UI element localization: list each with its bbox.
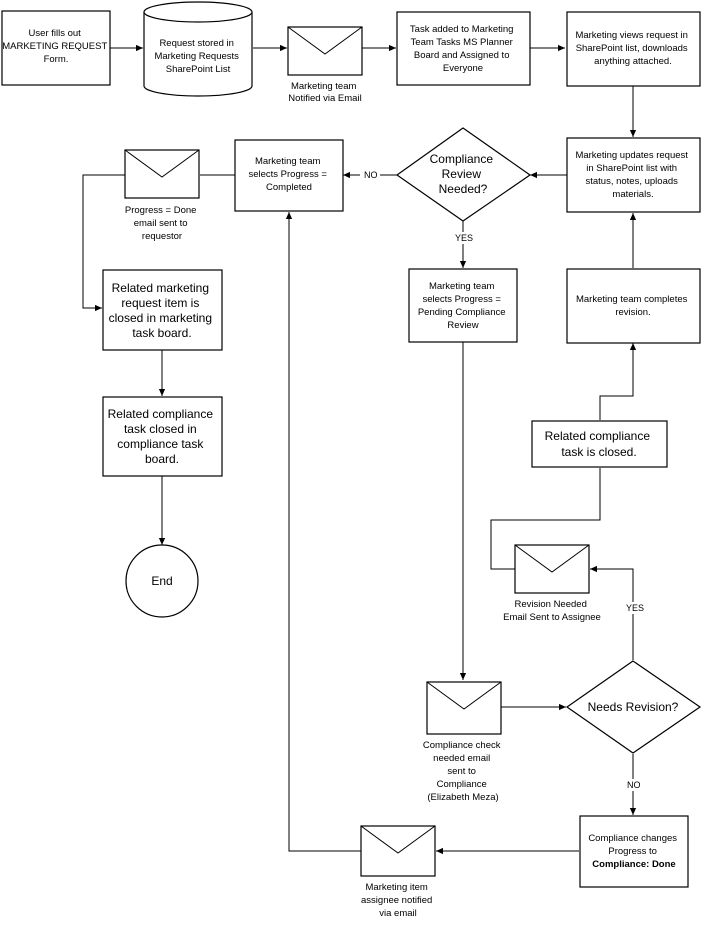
email-assignee-notified: Marketing item assignee notified via ema… (360, 825, 436, 919)
decision-needs-revision: Needs Revision? (565, 660, 702, 754)
process-views-request: Marketing views request in SharePoint li… (566, 11, 701, 87)
edge-email-to-completed (285, 212, 361, 852)
svg-text:Compliance Review: Compliance Review Needed? (430, 152, 497, 196)
decision-compliance-review: Compliance Review Needed? (395, 127, 532, 222)
svg-text:Marketing team completes: Marketing team completes revision. (576, 294, 690, 318)
svg-text:Revision Needed Email Se: Revision Needed Email Sent to Assignee (503, 599, 601, 623)
email-compliance-check: Compliance check needed email sent to Co… (423, 681, 503, 803)
process-compliance-task-closed-board: Related compliance task closed in compli… (102, 396, 223, 477)
terminal-end: End (125, 544, 199, 618)
edge-needs-revision-yes (590, 565, 634, 660)
email-revision-needed: Revision Needed Email Sent to Assignee (503, 544, 601, 623)
svg-text:Marketing views request in: Marketing views request in SharePoint li… (575, 30, 690, 67)
database-request-stored: Request stored in Marketing Requests Sha… (143, 1, 253, 97)
svg-text:Related marketing reques: Related marketing request item is closed… (109, 281, 216, 340)
svg-text:Marketing updates request: Marketing updates request in SharePoint … (575, 150, 690, 200)
connectors (82, 44, 637, 855)
svg-text:Request stored in Market: Request stored in Marketing Requests Sha… (154, 38, 241, 75)
edge-task-closed-to-revision-done (599, 343, 637, 420)
process-selects-pending: Marketing team selects Progress = Pendin… (408, 268, 518, 343)
svg-text:Related compliance task: Related compliance task closed in compli… (108, 407, 217, 466)
edge-revision-email-to-task-closed (490, 468, 601, 570)
svg-text:User fills out MARKETING: User fills out MARKETING REQUEST Form. (2, 28, 110, 65)
email-progress-done: Progress = Done email sent to requestor (124, 149, 200, 242)
process-task-added: Task added to Marketing Team Tasks MS Pl… (396, 11, 531, 86)
process-compliance-task-is-closed: Related compliance task is closed. (531, 420, 668, 468)
process-related-item-closed: Related marketing request item is closed… (102, 269, 223, 351)
svg-text:Compliance changes Progr: Compliance changes Progress to Complianc… (588, 833, 679, 870)
edge-email-to-related-item (82, 174, 125, 312)
edge-label-yes-revision: YES (626, 603, 644, 613)
svg-text:Marketing team selects P: Marketing team selects Progress = Comple… (248, 156, 329, 193)
process-team-completes-revision: Marketing team completes revision. (566, 268, 701, 344)
svg-text:Compliance check needed: Compliance check needed email sent to Co… (423, 740, 503, 803)
svg-text:End: End (151, 574, 172, 588)
process-updates-request: Marketing updates request in SharePoint … (566, 137, 701, 213)
svg-text:Related compliance task: Related compliance task is closed. (545, 429, 654, 459)
svg-text:Needs Revision?: Needs Revision? (588, 700, 679, 714)
process-user-fills-form: User fills out MARKETING REQUEST Form. (1, 10, 111, 86)
edge-label-no-review: NO (364, 170, 378, 180)
edge-label-no-revision: NO (627, 780, 641, 790)
process-selects-completed: Marketing team selects Progress = Comple… (234, 139, 344, 212)
svg-text:Marketing item assignee: Marketing item assignee notified via ema… (361, 882, 435, 919)
svg-text:Task added to Marketing: Task added to Marketing Team Tasks MS Pl… (410, 24, 516, 74)
svg-text:Progress = Done email se: Progress = Done email sent to requestor (125, 205, 199, 242)
process-compliance-changes: Compliance changes Progress to Complianc… (579, 815, 689, 888)
svg-text:Marketing team selects P: Marketing team selects Progress = Pendin… (418, 281, 508, 331)
email-team-notified: Marketing team Notified via Email (287, 26, 363, 104)
edge-label-yes-review: YES (455, 233, 473, 243)
svg-text:Marketing team Notified: Marketing team Notified via Email (288, 81, 361, 104)
